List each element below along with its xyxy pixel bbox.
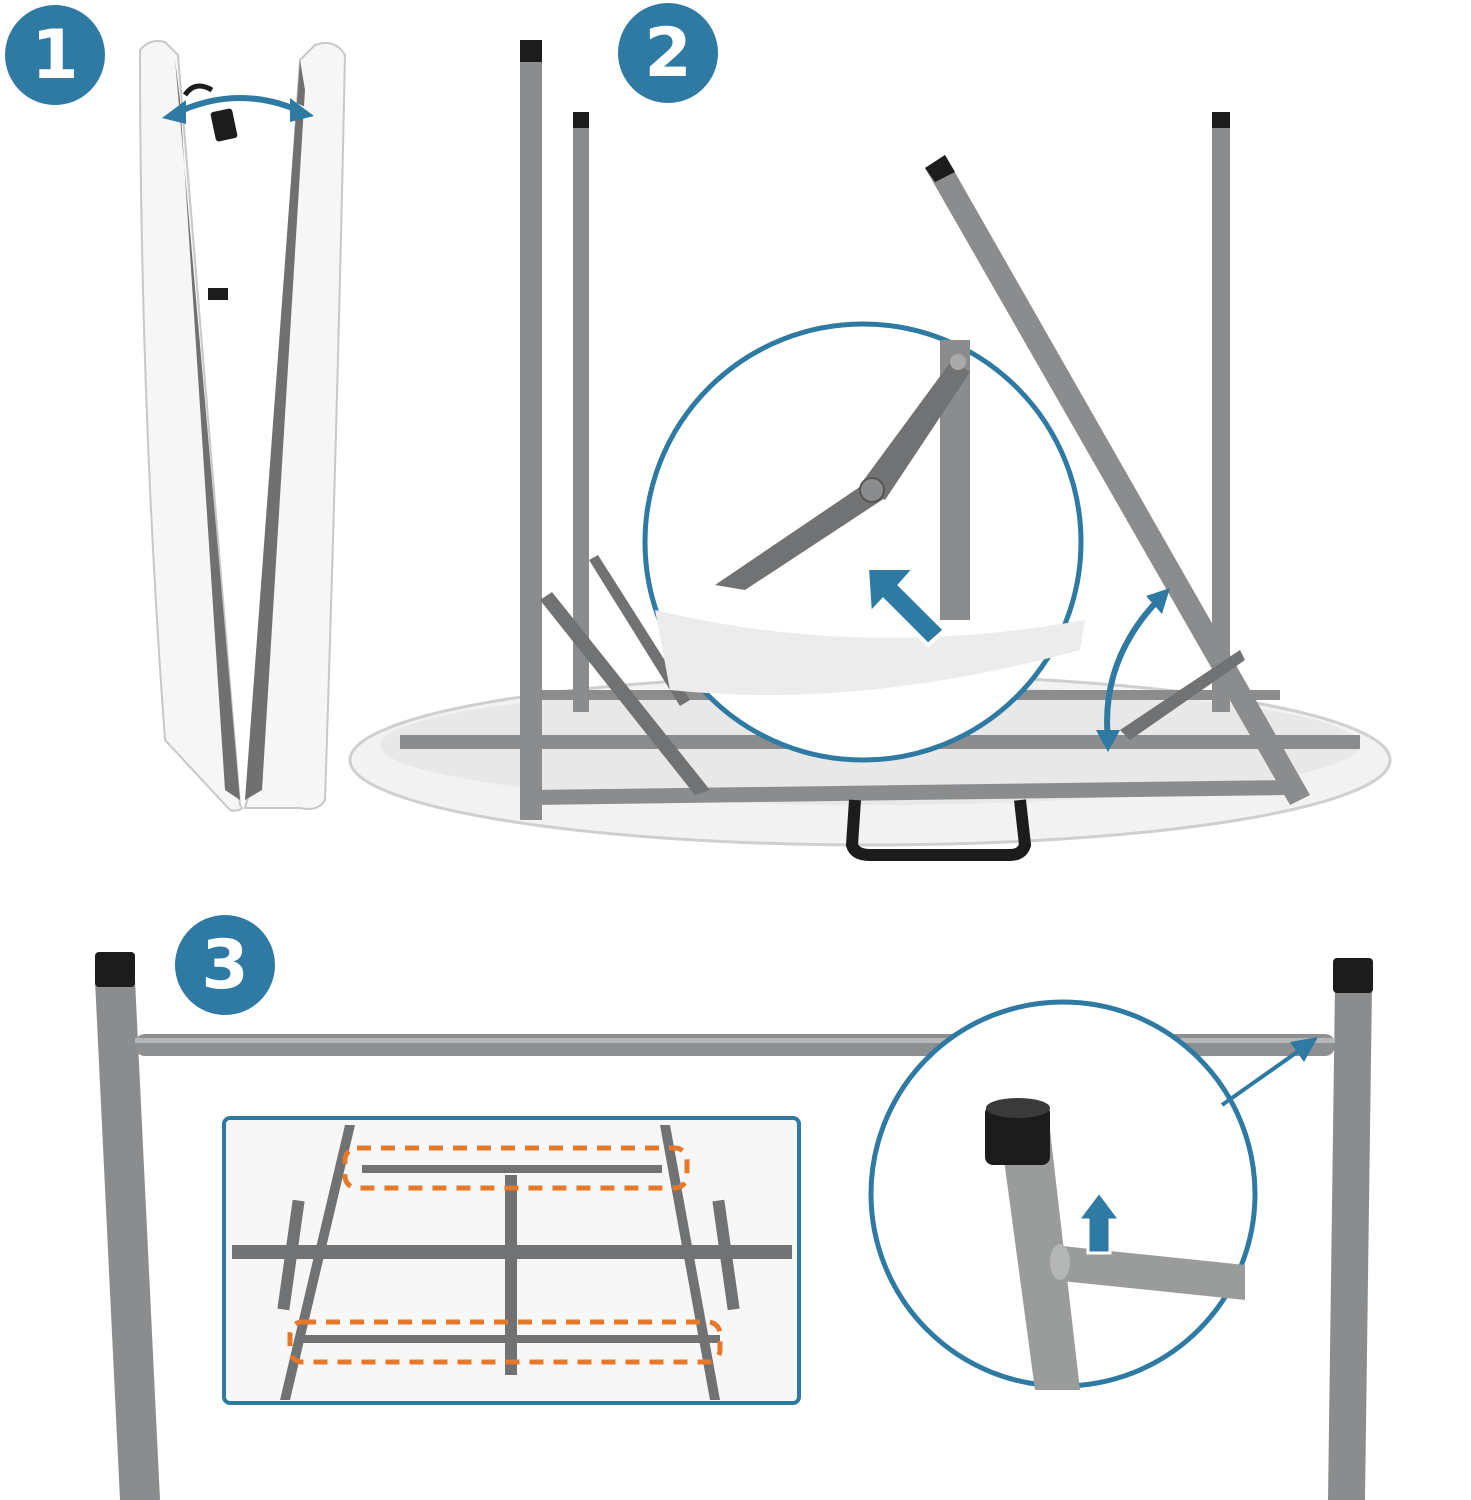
double-arrow-icon — [170, 95, 306, 118]
frame-underside-inset — [222, 1116, 801, 1405]
step-3-badge: 3 — [175, 915, 275, 1015]
step-3-number: 3 — [201, 925, 249, 1005]
step-3-panel: 3 — [0, 900, 1471, 1500]
crossbar-illustration — [95, 952, 1373, 1500]
step-2-number: 2 — [644, 13, 692, 93]
lift-arrow-icon — [1075, 1189, 1123, 1255]
highlight-box-bottom — [287, 1319, 723, 1365]
pointer-arrow-icon — [1290, 1037, 1318, 1062]
step-1-panel: 1 — [0, 0, 420, 820]
step-1-number: 1 — [31, 15, 79, 95]
press-arrow-icon — [864, 566, 948, 648]
folded-table-illustration — [138, 40, 347, 812]
step-1-badge: 1 — [5, 5, 105, 105]
rotate-leg-arrow-icon — [1104, 595, 1163, 741]
leg-cap-zoom-circle — [868, 999, 1318, 1390]
highlight-box-top — [342, 1145, 690, 1191]
open-table-illustration — [348, 40, 1392, 861]
step-2-panel: 2 — [340, 0, 1471, 880]
step-2-badge: 2 — [618, 3, 718, 103]
mechanism-zoom-circle — [642, 321, 1084, 763]
pointer-line — [1220, 1048, 1302, 1107]
